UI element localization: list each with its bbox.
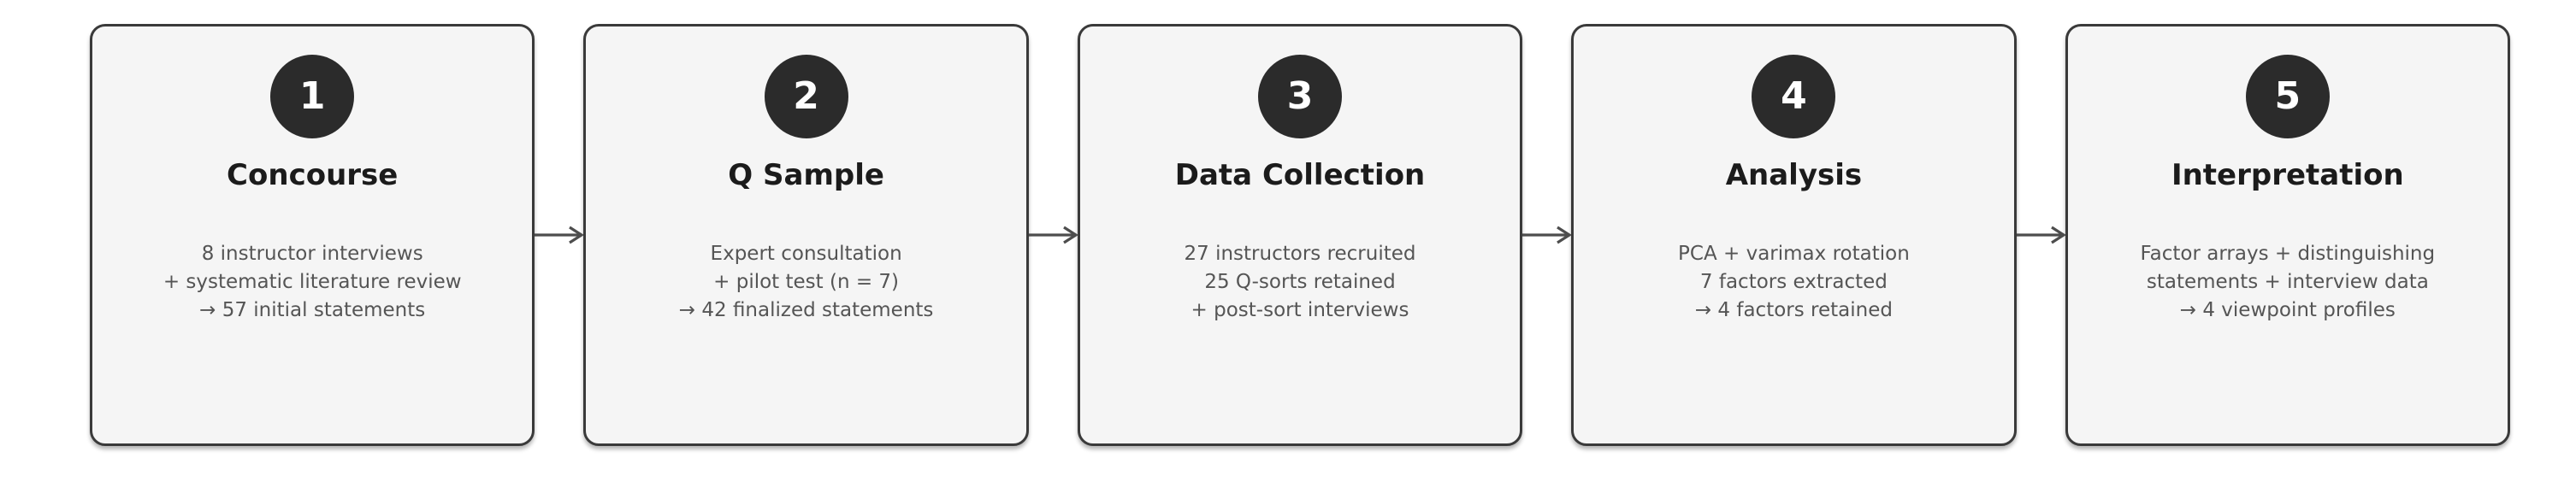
- flow-connector: [1028, 24, 1078, 446]
- step-details: 8 instructor interviews + systematic lit…: [163, 240, 462, 325]
- step-box-data-collection: 3 Data Collection 27 instructors recruit…: [1077, 24, 1523, 446]
- step-number: 5: [2274, 74, 2301, 118]
- step-details: Factor arrays + distinguishing statement…: [2141, 240, 2436, 325]
- step-number: 3: [1286, 74, 1314, 118]
- step-box-interpretation: 5 Interpretation Factor arrays + disting…: [2065, 24, 2511, 446]
- step-detail-line: 25 Q-sorts retained: [1204, 271, 1396, 293]
- arrow-right-icon: [1522, 226, 1572, 244]
- step-detail-line: statements + interview data: [2146, 271, 2429, 293]
- step-title: Q Sample: [728, 158, 884, 192]
- flow-row: 1 Concourse 8 instructor interviews + sy…: [90, 24, 2511, 446]
- step-detail-line: → 4 viewpoint profiles: [2179, 299, 2396, 321]
- step-title: Data Collection: [1174, 158, 1426, 192]
- step-detail-line: + pilot test (n = 7): [713, 271, 900, 293]
- arrow-right-icon: [1028, 226, 1078, 244]
- step-detail-line: + systematic literature review: [162, 271, 462, 293]
- step-number-badge: 5: [2245, 55, 2330, 138]
- step-box-q-sample: 2 Q Sample Expert consultation + pilot t…: [583, 24, 1029, 446]
- step-title: Interpretation: [2171, 158, 2404, 192]
- step-detail-line: → 4 factors retained: [1694, 299, 1893, 321]
- step-detail-line: Factor arrays + distinguishing: [2140, 243, 2436, 265]
- step-title: Analysis: [1725, 158, 1863, 192]
- step-detail-line: 27 instructors recruited: [1184, 243, 1416, 265]
- step-number-badge: 3: [1258, 55, 1343, 138]
- step-number: 4: [1781, 74, 1807, 118]
- step-detail-line: Expert consultation: [710, 243, 902, 265]
- step-number-badge: 2: [764, 55, 848, 138]
- step-number-badge: 1: [270, 55, 355, 138]
- step-detail-line: → 57 initial statements: [199, 299, 426, 321]
- step-details: PCA + varimax rotation 7 factors extract…: [1678, 240, 1910, 325]
- arrow-right-icon: [535, 226, 584, 244]
- step-detail-line: 8 instructor interviews: [201, 243, 423, 265]
- flow-connector: [535, 24, 584, 446]
- step-title: Concourse: [227, 158, 399, 192]
- step-detail-line: PCA + varimax rotation: [1678, 243, 1910, 265]
- arrow-right-icon: [2016, 226, 2065, 244]
- step-number: 2: [793, 74, 819, 118]
- step-box-concourse: 1 Concourse 8 instructor interviews + sy…: [90, 24, 535, 446]
- step-number-badge: 4: [1752, 55, 1836, 138]
- step-number: 1: [298, 74, 326, 118]
- step-detail-line: + post-sort interviews: [1191, 299, 1409, 321]
- step-details: 27 instructors recruited 25 Q-sorts reta…: [1185, 240, 1416, 325]
- step-details: Expert consultation + pilot test (n = 7)…: [679, 240, 934, 325]
- step-detail-line: 7 factors extracted: [1699, 271, 1888, 293]
- step-box-analysis: 4 Analysis PCA + varimax rotation 7 fact…: [1571, 24, 2017, 446]
- step-detail-line: → 42 finalized statements: [678, 299, 934, 321]
- flow-connector: [1522, 24, 1572, 446]
- flow-connector: [2016, 24, 2065, 446]
